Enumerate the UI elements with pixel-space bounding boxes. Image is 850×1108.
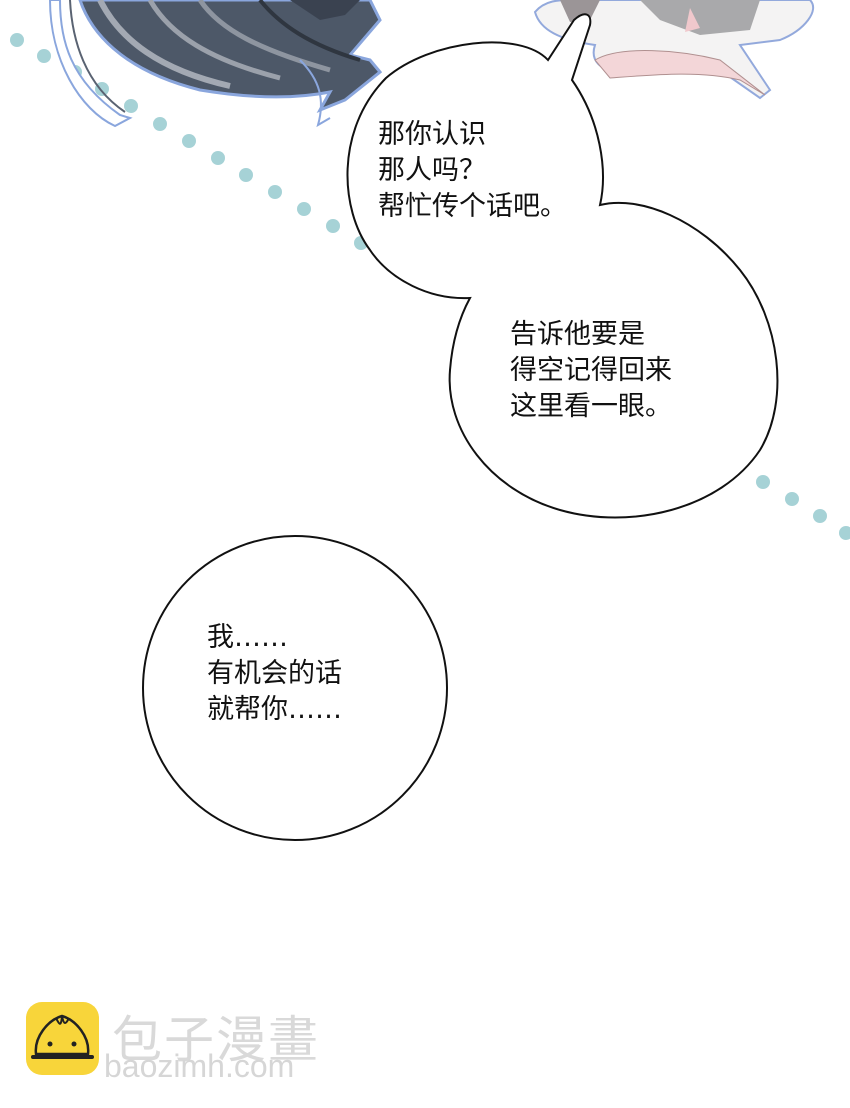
watermark-title: 包子漫畫: [112, 1011, 320, 1069]
bubble-3-text: 我…… 有机会的话 就帮你……: [207, 622, 342, 725]
watermark: 包子漫畫 baozimh.com: [26, 1002, 326, 1086]
speech-bubble-3: [142, 535, 448, 841]
bubble-2-text: 告诉他要是 得空记得回来 这里看一眼。: [510, 319, 672, 422]
speech-bubble-1: [346, 13, 779, 519]
robe-artwork: [533, 0, 815, 100]
bun-mascot-icon: [26, 1002, 99, 1075]
watermark-url: baozimh.com: [104, 1048, 295, 1084]
hair-artwork: [48, 0, 383, 128]
bubble-1-text: 那你认识 那人吗？ 帮忙传个话吧。: [378, 119, 567, 222]
